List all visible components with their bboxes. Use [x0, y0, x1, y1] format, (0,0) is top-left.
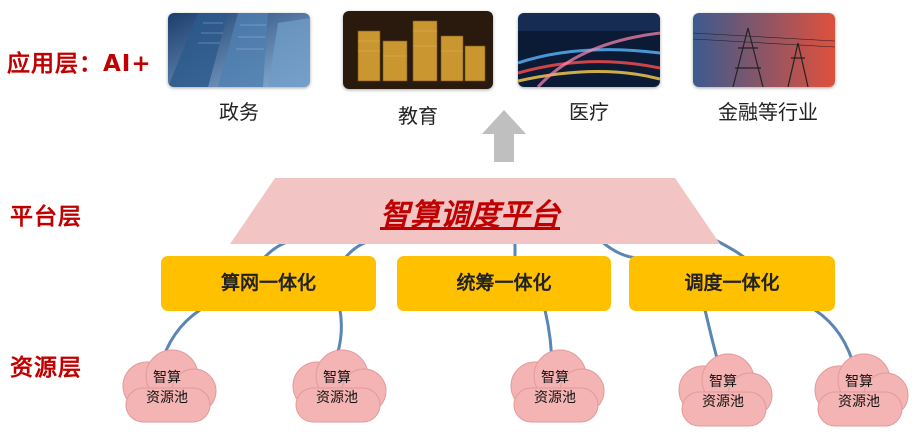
education-image: [343, 11, 493, 89]
platform-title: 智算调度平台: [380, 198, 560, 233]
app-label-finance: 金融等行业: [718, 100, 818, 124]
resource-pool-cloud: 智算资源池: [500, 346, 610, 430]
app-label-education: 教育: [398, 104, 438, 128]
resource-layer-label: 资源层: [10, 355, 82, 381]
cloud-line2: 资源池: [838, 394, 880, 410]
app-label-medical: 医疗: [569, 100, 609, 124]
application-layer-label: 应用层：AI+: [7, 51, 152, 77]
cloud-line1: 智算: [153, 370, 181, 386]
cloud-line2: 资源池: [146, 390, 188, 406]
government-image: [168, 13, 310, 87]
resource-pool-cloud: 智算资源池: [668, 350, 778, 434]
cloud-line1: 智算: [323, 370, 351, 386]
platform-layer-label: 平台层: [10, 204, 82, 230]
medical-image: [518, 13, 660, 87]
resource-pool-cloud: 智算资源池: [804, 350, 914, 434]
cloud-line2: 资源池: [316, 390, 358, 406]
platform-shape: [230, 178, 720, 244]
cloud-line2: 资源池: [702, 394, 744, 410]
cloud-line1: 智算: [709, 374, 737, 390]
cloud-line1: 智算: [845, 374, 873, 390]
up-arrow-icon: [482, 110, 526, 162]
cloud-line2: 资源池: [534, 390, 576, 406]
resource-pool-cloud: 智算资源池: [282, 346, 392, 430]
integration-box-coordination: 统筹一体化: [397, 256, 611, 311]
app-label-government: 政务: [219, 100, 259, 124]
resource-pool-cloud: 智算资源池: [112, 346, 222, 430]
integration-box-scheduling: 调度一体化: [629, 256, 835, 311]
finance-industry-image: [693, 13, 835, 87]
integration-box-network: 算网一体化: [161, 256, 376, 311]
cloud-line1: 智算: [541, 370, 569, 386]
